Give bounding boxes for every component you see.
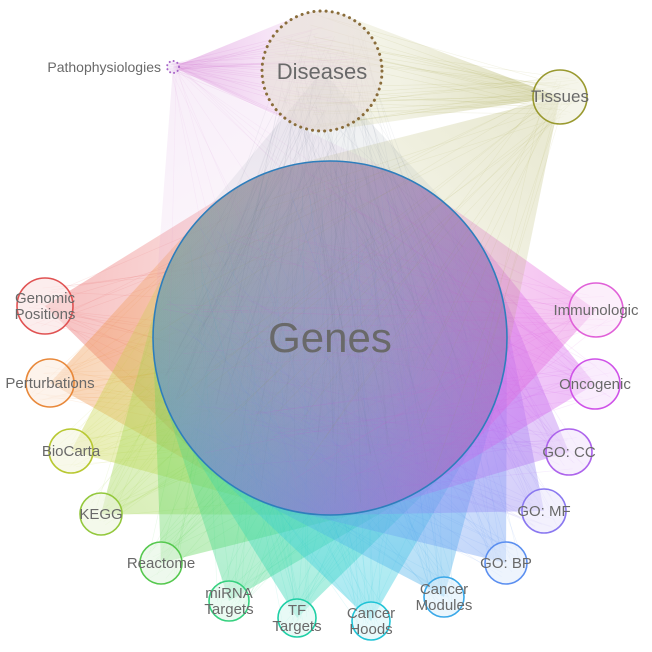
node-underlay-go_bp — [485, 542, 527, 584]
node-label-diseases: Diseases — [277, 59, 367, 84]
node-underlay-oncogenic — [570, 359, 620, 409]
node-label-tf_targets: Targets — [272, 618, 321, 635]
node-immunologic: Immunologic — [553, 282, 639, 338]
node-circle-tf_targets[interactable] — [277, 598, 317, 638]
node-go_mf: GO: MF — [517, 488, 571, 534]
node-label-pathophysiologies: Pathophysiologies — [47, 59, 161, 75]
node-genes: Genes — [152, 160, 508, 516]
node-label-mirna_targets: miRNA — [205, 585, 253, 602]
node-circle-diseases[interactable] — [260, 9, 384, 133]
node-underlay-cancer_hoods — [352, 602, 390, 640]
node-label-biocarta: BioCarta — [42, 443, 101, 460]
node-diseases: Diseases — [260, 9, 384, 133]
node-circle-go_mf[interactable] — [521, 488, 567, 534]
node-label-cancer_modules: Modules — [416, 597, 473, 614]
node-label-go_bp: GO: BP — [480, 555, 532, 572]
node-underlay-reactome — [140, 542, 182, 584]
node-circle-cancer_hoods[interactable] — [351, 601, 391, 641]
edge-diseases-genes — [153, 71, 507, 515]
node-go_cc: GO: CC — [542, 428, 596, 476]
node-circle-tissues[interactable] — [532, 69, 588, 125]
node-circle-cancer_modules[interactable] — [423, 576, 465, 618]
node-circle-mirna_targets[interactable] — [208, 580, 250, 622]
node-kegg: KEGG — [79, 492, 123, 536]
node-tissues: Tissues — [531, 69, 589, 125]
node-label-tissues: Tissues — [531, 87, 589, 106]
node-underlay-perturbations — [26, 359, 74, 407]
node-underlay-diseases — [262, 11, 382, 131]
node-label-immunologic: Immunologic — [553, 302, 639, 319]
node-label-cancer_modules: Cancer — [420, 581, 468, 598]
node-underlay-kegg — [80, 493, 122, 535]
node-circle-reactome[interactable] — [139, 541, 183, 585]
node-circle-biocarta[interactable] — [48, 428, 94, 474]
node-label-genomic_positions: Positions — [15, 306, 76, 323]
node-perturbations: Perturbations — [5, 358, 95, 408]
node-go_bp: GO: BP — [480, 541, 532, 585]
node-label-cancer_hoods: Hoods — [349, 621, 392, 638]
node-underlay-mirna_targets — [209, 581, 249, 621]
node-oncogenic: Oncogenic — [559, 358, 631, 410]
node-label-perturbations: Perturbations — [5, 375, 94, 392]
node-label-reactome: Reactome — [127, 555, 195, 572]
node-circle-oncogenic[interactable] — [569, 358, 621, 410]
node-reactome: Reactome — [127, 541, 195, 585]
node-pathophysiologies: Pathophysiologies — [47, 59, 180, 75]
node-circle-go_cc[interactable] — [545, 428, 593, 476]
node-underlay-go_mf — [522, 489, 566, 533]
node-underlay-pathophysiologies — [167, 61, 179, 73]
node-circle-perturbations[interactable] — [25, 358, 75, 408]
node-label-kegg: KEGG — [79, 506, 122, 523]
node-underlay-go_cc — [546, 429, 592, 475]
node-underlay-tissues — [533, 70, 587, 124]
node-biocarta: BioCarta — [42, 428, 101, 474]
node-label-genomic_positions: Genomic — [15, 290, 76, 307]
node-circle-genomic_positions[interactable] — [16, 277, 74, 335]
node-circle-kegg[interactable] — [79, 492, 123, 536]
node-label-go_cc: GO: CC — [542, 444, 596, 461]
node-label-cancer_hoods: Cancer — [347, 605, 395, 622]
node-underlay-biocarta — [49, 429, 93, 473]
node-circle-immunologic[interactable] — [568, 282, 624, 338]
node-label-mirna_targets: Targets — [204, 601, 253, 618]
node-circle-pathophysiologies[interactable] — [166, 60, 180, 74]
node-label-genes: Genes — [268, 314, 392, 361]
node-label-oncogenic: Oncogenic — [559, 376, 631, 393]
node-label-tf_targets: TF — [288, 602, 306, 619]
node-circle-genes[interactable] — [152, 160, 508, 516]
node-underlay-cancer_modules — [424, 577, 464, 617]
node-underlay-genomic_positions — [17, 278, 73, 334]
node-underlay-immunologic — [569, 283, 623, 337]
node-circle-go_bp[interactable] — [484, 541, 528, 585]
node-label-go_mf: GO: MF — [517, 503, 570, 520]
node-underlay-tf_targets — [278, 599, 316, 637]
